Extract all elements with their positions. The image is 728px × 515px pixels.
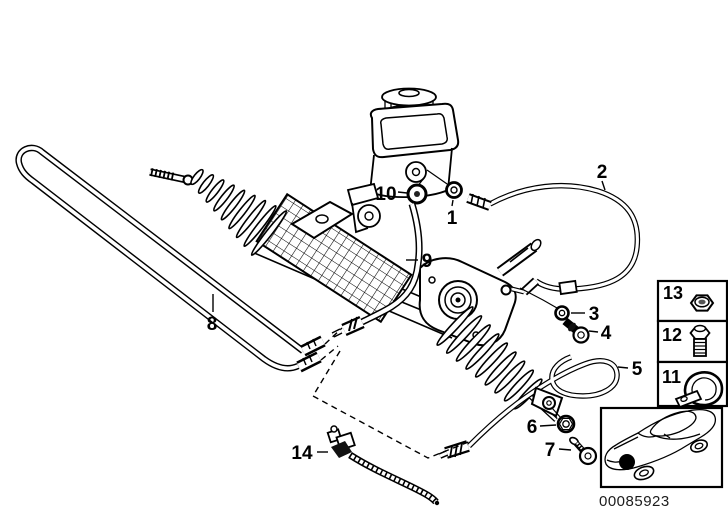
- tie-rod: [149, 168, 194, 186]
- callout-6[interactable]: 6: [527, 417, 538, 438]
- callout-7[interactable]: 7: [545, 440, 556, 461]
- fitting-ring-10: [406, 183, 428, 205]
- valve-body: [418, 238, 542, 347]
- leader-to-nut-6: [551, 407, 562, 419]
- steering-rack: [149, 168, 558, 422]
- cooler-pipe-8: [15, 144, 326, 373]
- cable-strap-14: [326, 425, 440, 506]
- location-dot: [619, 454, 635, 470]
- hose-bracket: [530, 386, 564, 418]
- banjo-bolt-4: [562, 317, 590, 344]
- callout-4[interactable]: 4: [601, 323, 612, 344]
- car-location-icon: [604, 409, 717, 481]
- callout-13[interactable]: 13: [663, 283, 683, 303]
- pipe-clamp-icon: [674, 371, 724, 409]
- callout-3[interactable]: 3: [589, 304, 600, 325]
- callout-9[interactable]: 9: [422, 251, 433, 272]
- inset-box-13[interactable]: 13: [656, 279, 728, 323]
- fluid-reservoir: [346, 87, 460, 234]
- leader-to-ring-3: [519, 287, 558, 309]
- callout-leaders: [212, 180, 629, 453]
- rack-boot-left: [190, 168, 288, 256]
- callout-14[interactable]: 14: [291, 443, 313, 464]
- pressure-hose-2: [466, 182, 641, 296]
- nut-6: [556, 414, 576, 434]
- sealing-ring-3: [554, 305, 570, 321]
- hex-bolt-icon: [689, 324, 711, 357]
- inset-box-11[interactable]: 11: [656, 360, 728, 409]
- hex-nut-icon: [689, 294, 715, 312]
- car-location-inset[interactable]: [599, 406, 724, 489]
- callout-12[interactable]: 12: [662, 325, 682, 345]
- callout-8[interactable]: 8: [207, 314, 218, 335]
- dashed-association-lines: [312, 327, 472, 459]
- callout-5[interactable]: 5: [632, 359, 643, 380]
- sealing-ring-1: [445, 181, 463, 199]
- callout-2[interactable]: 2: [597, 162, 608, 183]
- diagram-number: 00085923: [599, 493, 670, 510]
- inset-box-12[interactable]: 12: [656, 319, 728, 364]
- screw-7: [569, 436, 598, 466]
- callout-11[interactable]: 11: [662, 367, 681, 387]
- callout-10[interactable]: 10: [375, 184, 396, 205]
- callout-1[interactable]: 1: [447, 208, 458, 229]
